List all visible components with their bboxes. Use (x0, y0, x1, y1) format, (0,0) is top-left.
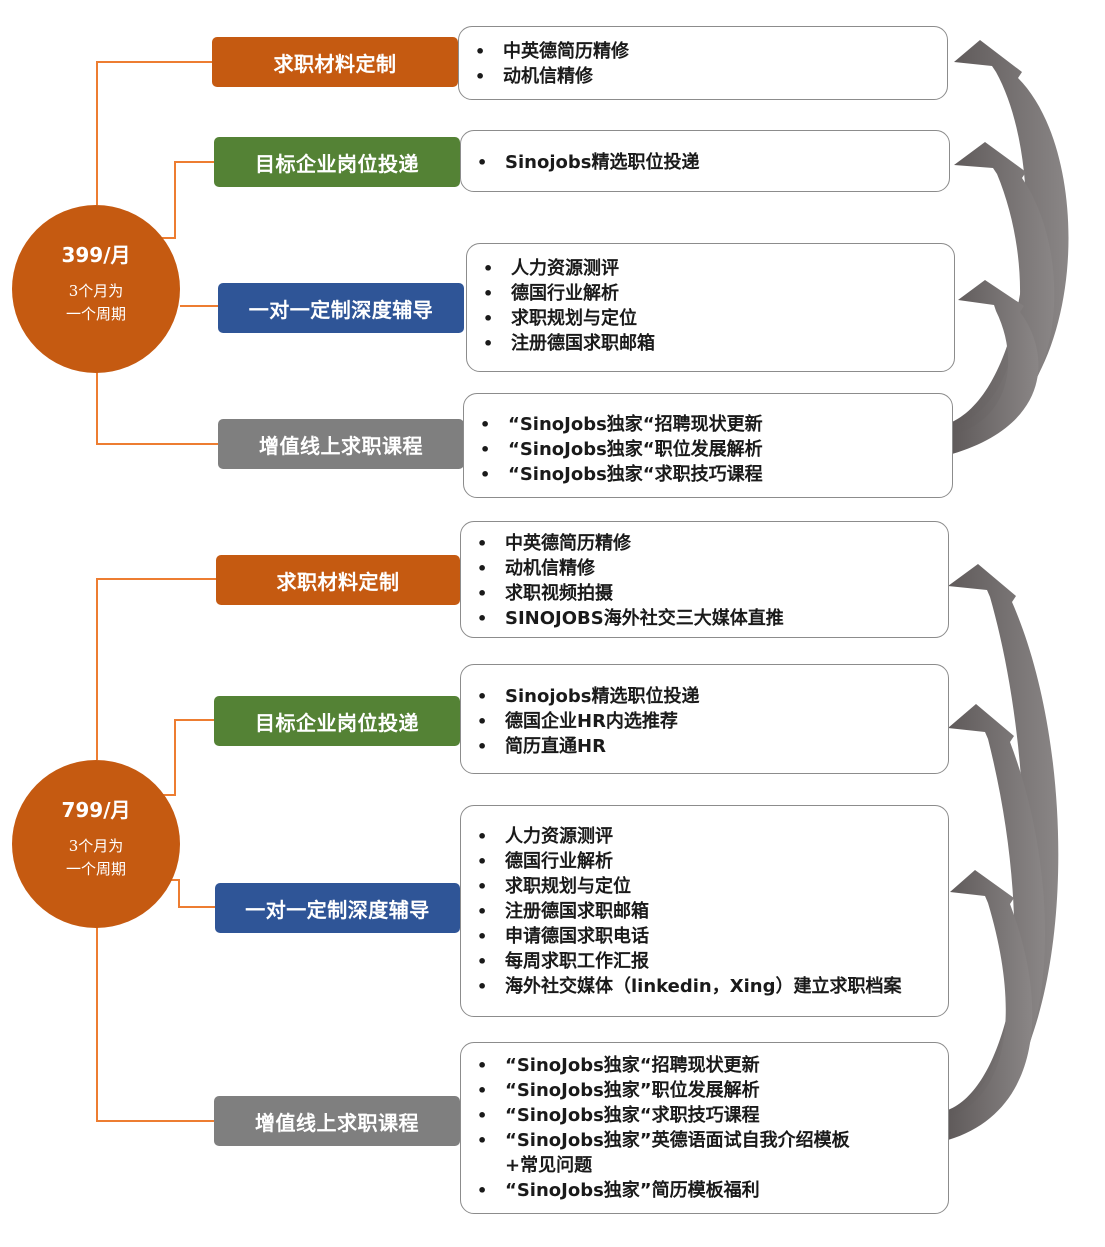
bullet-item: 中英德简历精修 (459, 39, 947, 64)
bullet-box-applications: Sinojobs精选职位投递 德国企业HR内选推荐 简历直通HR (460, 664, 949, 774)
category-coaching: 一对一定制深度辅导 (218, 283, 464, 333)
bullet-box-coaching: 人力资源测评 德国行业解析 求职规划与定位 注册德国求职邮箱 (466, 243, 955, 372)
bullet-box-courses: “SinoJobs独家“招聘现状更新 “SinoJobs独家“职位发展解析 “S… (463, 393, 953, 498)
bullet-item: “SinoJobs独家“求职技巧课程 (461, 1103, 948, 1128)
plan-period-line-2: 一个周期 (65, 305, 126, 323)
bullet-box-materials: 中英德简历精修 动机信精修 求职视频拍摄 SINOJOBS海外社交三大媒体直推 (460, 521, 949, 638)
plan-price-circle: 799/月 3个月为 一个周期 (12, 760, 180, 928)
bullet-item: 人力资源测评 (467, 256, 954, 281)
plan-price-circle: 399/月 3个月为 一个周期 (12, 205, 180, 373)
category-applications: 目标企业岗位投递 (214, 137, 460, 187)
category-materials: 求职材料定制 (212, 37, 458, 87)
bullet-item: 德国行业解析 (461, 849, 948, 874)
bullet-item: Sinojobs精选职位投递 (461, 150, 949, 175)
bullet-item: 申请德国求职电话 (461, 924, 948, 949)
plan-2-return-arrows (948, 564, 1059, 1140)
bullet-item: “SinoJobs独家”英德语面试自我介绍模板 (461, 1128, 948, 1153)
connector-2-2 (160, 719, 214, 796)
bullet-item: 中英德简历精修 (461, 531, 948, 556)
bullet-item: 海外社交媒体（linkedin，Xing）建立求职档案 (461, 974, 948, 999)
bullet-item: 求职规划与定位 (461, 874, 948, 899)
bullet-item: 求职规划与定位 (467, 306, 954, 331)
plan-price: 799/月 (61, 798, 131, 822)
bullet-item: 简历直通HR (461, 734, 948, 759)
connector-1-1 (96, 61, 212, 205)
category-courses: 增值线上求职课程 (218, 419, 464, 469)
return-arrow-1-3 (952, 280, 1039, 454)
connector-2-4 (96, 926, 214, 1122)
bullet-item: 注册德国求职邮箱 (467, 331, 954, 356)
plan-period-line-1: 3个月为 (68, 837, 124, 855)
bullet-item: 注册德国求职邮箱 (461, 899, 948, 924)
bullet-box-courses: “SinoJobs独家“招聘现状更新 “SinoJobs独家”职位发展解析 “S… (460, 1042, 949, 1214)
bullet-item: 求职视频拍摄 (461, 581, 948, 606)
bullet-item: “SinoJobs独家“招聘现状更新 (461, 1053, 948, 1078)
bullet-box-coaching: 人力资源测评 德国行业解析 求职规划与定位 注册德国求职邮箱 申请德国求职电话 … (460, 805, 949, 1017)
connector-2-1 (96, 578, 216, 760)
bullet-item-continuation: +常见问题 (505, 1155, 593, 1176)
bullet-item: 人力资源测评 (461, 824, 948, 849)
bullet-item: “SinoJobs独家“招聘现状更新 (464, 412, 952, 437)
bullet-item: “SinoJobs独家“职位发展解析 (464, 437, 952, 462)
plan-period-line-1: 3个月为 (68, 282, 124, 300)
bullet-item: Sinojobs精选职位投递 (461, 684, 948, 709)
category-applications: 目标企业岗位投递 (214, 696, 460, 746)
bullet-item: “SinoJobs独家”职位发展解析 (461, 1078, 948, 1103)
bullet-box-materials: 中英德简历精修 动机信精修 (458, 26, 948, 100)
bullet-item: 动机信精修 (461, 556, 948, 581)
plan-2-connectors (96, 578, 216, 1122)
category-coaching: 一对一定制深度辅导 (215, 883, 460, 933)
bullet-item: 德国行业解析 (467, 281, 954, 306)
connector-1-2 (160, 161, 214, 239)
bullet-item: 德国企业HR内选推荐 (461, 709, 948, 734)
bullet-item: “SinoJobs独家”简历模板福利 (461, 1178, 948, 1203)
bullet-item: 动机信精修 (459, 64, 947, 89)
plan-period-line-2: 一个周期 (65, 860, 126, 878)
connector-1-4 (96, 369, 218, 445)
bullet-item: 每周求职工作汇报 (461, 949, 948, 974)
plan-1-return-arrows (952, 40, 1069, 454)
bullet-item: SINOJOBS海外社交三大媒体直推 (461, 606, 948, 631)
plan-1-connectors (96, 61, 218, 445)
category-materials: 求职材料定制 (216, 555, 460, 605)
return-arrow-2-3 (948, 870, 1033, 1140)
category-courses: 增值线上求职课程 (214, 1096, 460, 1146)
bullet-box-applications: Sinojobs精选职位投递 (460, 130, 950, 192)
connector-2-3 (170, 879, 215, 908)
bullet-item: “SinoJobs独家“求职技巧课程 (464, 462, 952, 487)
plan-price: 399/月 (61, 243, 131, 267)
